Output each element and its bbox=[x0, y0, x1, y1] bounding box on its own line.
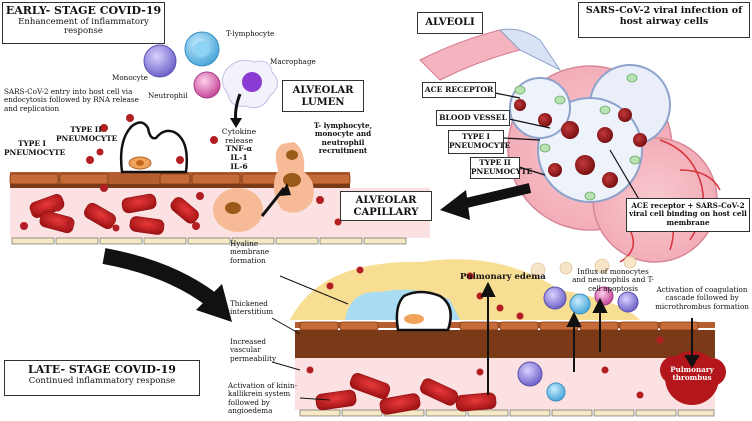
virus-particles-lung bbox=[514, 99, 647, 188]
type-i-pneumocyte-label: TYPE I PNEUMOCYTE bbox=[4, 139, 66, 157]
arrow-early-to-late bbox=[102, 248, 217, 307]
macrophage-label: Macrophage bbox=[270, 57, 316, 66]
ace-binding-box: ACE receptor + SARS-CoV-2 viral cell bin… bbox=[626, 198, 750, 232]
pulmonary-edema-label: Pulmonary edema bbox=[460, 272, 546, 282]
cytokine-release-label: Cytokine release bbox=[221, 127, 257, 145]
recruitment-label: T- lymphocyte, monocyte and neutrophil r… bbox=[313, 121, 373, 155]
early-stage-title-box: EARLY- STAGE COVID-19 Enhancement of inf… bbox=[2, 2, 165, 44]
vascular-permeability-label: Increased vascular permeability bbox=[230, 337, 277, 363]
monocyte-cell bbox=[143, 44, 177, 78]
alveolar-capillary-box: ALVEOLAR CAPILLARY bbox=[340, 191, 432, 221]
cytokine-block: Cytokine release TNF-α IL-1 IL-6 bbox=[208, 127, 270, 172]
thickened-interstitium-label: Thickened interstitium bbox=[230, 299, 274, 317]
pulmonary-thrombus-label: Pulmonary thrombus bbox=[670, 365, 714, 383]
il1-label: IL-1 bbox=[230, 153, 248, 163]
alveolar-lumen-box: ALVEOLAR LUMEN bbox=[282, 80, 364, 112]
infection-title-box: SARS-CoV-2 viral infection of host airwa… bbox=[578, 2, 750, 38]
t-lymphocyte-label: T-lymphocyte bbox=[226, 29, 275, 38]
late-stage-title-box: LATE- STAGE COVID-19 Continued inflammat… bbox=[4, 360, 200, 396]
arrow-lung-to-early bbox=[460, 183, 532, 209]
coagulation-label: Activation of coagulation cascade follow… bbox=[655, 285, 749, 311]
monocyte-label: Monocyte bbox=[112, 73, 148, 82]
late-stage-title: LATE- STAGE COVID-19 bbox=[28, 363, 176, 376]
kinin-kallikrein-label: Activation of kinin-kallikrein system fo… bbox=[228, 381, 298, 415]
blood-vessel-box: BLOOD VESSEL bbox=[436, 110, 510, 126]
hyaline-membrane-label: Hyaline membrane formation bbox=[230, 239, 270, 265]
viral-entry-label: SARS-CoV-2 entry into host cell via endo… bbox=[4, 87, 139, 113]
early-stage-panel bbox=[9, 31, 430, 245]
neutrophil-label: Neutrophil bbox=[148, 91, 188, 100]
cell-influx-label: Influx of monocytes and neutrophils and … bbox=[572, 267, 654, 293]
late-stage-panel bbox=[271, 255, 726, 417]
tnf-alpha-label: TNF-α bbox=[225, 144, 253, 154]
late-stage-subtitle: Continued inflammatory response bbox=[28, 375, 176, 386]
early-stage-title: EARLY- STAGE COVID-19 bbox=[5, 4, 162, 17]
type-ii-pneumocyte-label: TYPE II PNEUMOCYTE bbox=[56, 125, 118, 143]
ace-receptor-box: ACE RECEPTOR bbox=[422, 82, 496, 98]
neutrophil-cell bbox=[193, 71, 221, 99]
alveoli-box: ALVEOLI bbox=[417, 12, 483, 34]
type-ii-pneumocyte-box: TYPE II PNEUMOCYTE bbox=[470, 157, 532, 179]
thickened-interstitium-band bbox=[295, 330, 715, 358]
early-stage-subtitle: Enhancement of inflammatory response bbox=[18, 16, 149, 37]
virus-particles-early bbox=[20, 114, 342, 232]
type-i-pneumocyte-box: TYPE I PNEUMOCYTE bbox=[448, 130, 510, 154]
il6-label: IL-6 bbox=[230, 161, 248, 171]
